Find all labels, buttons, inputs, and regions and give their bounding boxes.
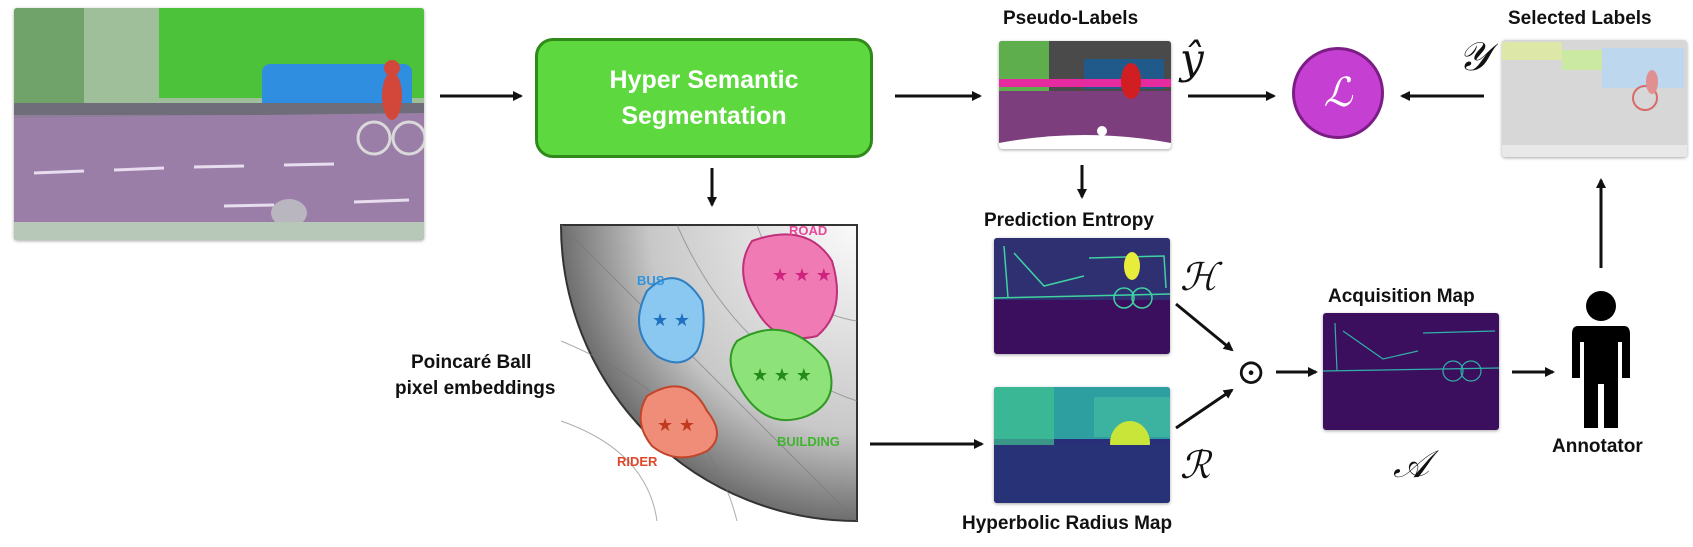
poincare-label-line1: Poincaré Ball xyxy=(411,352,532,373)
building-stars: ★ ★ ★ xyxy=(752,365,812,386)
poincare-label-line2: pixel embeddings xyxy=(395,378,556,399)
input-image xyxy=(14,8,424,240)
entropy-symbol: ℋ xyxy=(1180,255,1218,299)
cluster-label-bus: BUS xyxy=(637,273,665,288)
pseudo-labels-image xyxy=(999,41,1171,149)
loss-circle: ℒ xyxy=(1292,47,1384,139)
cluster-building xyxy=(729,328,833,422)
poincare-ball: ★ ★ ★ ★ ★ ★ ★ ★ ★ ★ ROAD BUS BUILDING RI… xyxy=(559,223,858,523)
road-stars: ★ ★ ★ xyxy=(772,265,832,286)
hyperbolic-radius-title: Hyperbolic Radius Map xyxy=(962,513,1173,534)
pseudo-labels-drawing xyxy=(999,41,1171,149)
loss-symbol: ℒ xyxy=(1323,70,1353,116)
annotator-person-icon xyxy=(1572,291,1630,428)
acquisition-map-image xyxy=(1323,313,1499,430)
cluster-rider xyxy=(639,385,718,459)
acquisition-map-drawing xyxy=(1323,313,1499,430)
arrow-radius-to-product xyxy=(1175,388,1234,430)
product-symbol: ⊙ xyxy=(1236,352,1267,393)
cluster-label-building: BUILDING xyxy=(777,434,840,449)
selected-labels-drawing xyxy=(1502,40,1687,157)
selected-labels-image xyxy=(1502,40,1687,157)
y-symbol: 𝒴 xyxy=(1458,34,1490,80)
acquisition-symbol: 𝒜 xyxy=(1393,442,1429,486)
prediction-entropy-title: Prediction Entropy xyxy=(984,210,1154,231)
cluster-bus xyxy=(638,277,705,364)
prediction-entropy-image xyxy=(994,238,1170,354)
hyper-semantic-segmentation-box: Hyper Semantic Segmentation xyxy=(535,38,873,158)
cluster-label-rider: RIDER xyxy=(617,454,658,469)
pseudo-labels-title: Pseudo-Labels xyxy=(1003,8,1139,29)
input-image-drawing xyxy=(14,8,424,240)
cluster-label-road: ROAD xyxy=(789,223,827,238)
hyperbolic-radius-image xyxy=(994,387,1170,503)
acquisition-map-title: Acquisition Map xyxy=(1328,286,1475,307)
radius-symbol: ℛ xyxy=(1180,443,1211,487)
cluster-road xyxy=(742,233,838,340)
bus-stars: ★ ★ xyxy=(652,310,690,331)
y-hat-symbol: ŷ xyxy=(1180,34,1204,83)
hyper-semantic-segmentation-label: Hyper Semantic Segmentation xyxy=(609,66,799,130)
annotator-label: Annotator xyxy=(1552,436,1643,457)
selected-labels-title: Selected Labels xyxy=(1508,8,1652,29)
arrow-entropy-to-product xyxy=(1175,302,1234,352)
rider-stars: ★ ★ xyxy=(657,415,695,436)
hyperbolic-radius-drawing xyxy=(994,387,1170,503)
prediction-entropy-drawing xyxy=(994,238,1170,354)
